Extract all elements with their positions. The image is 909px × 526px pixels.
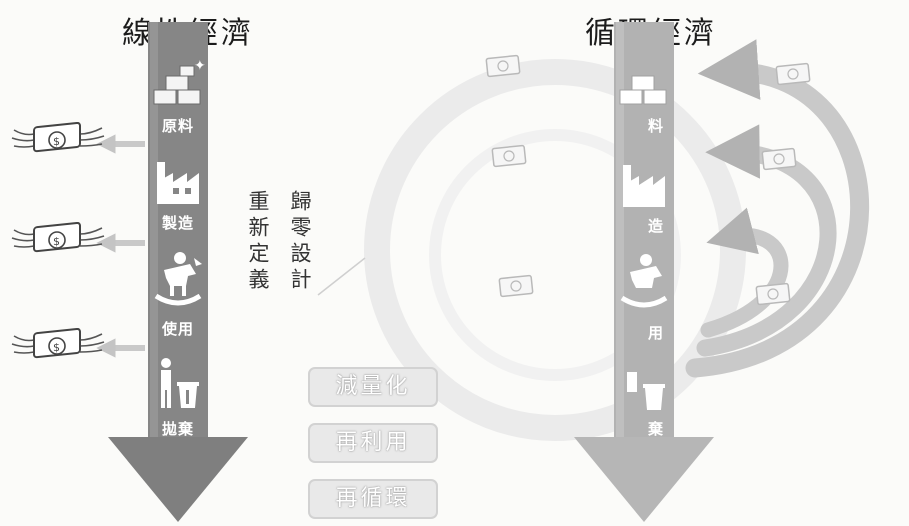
svg-text:$: $	[53, 235, 60, 248]
stage-label-manufacture: 製造	[161, 214, 194, 232]
redefine-text: 重新定義	[246, 190, 270, 294]
banknote-icon	[775, 62, 811, 86]
recycle-box: 再循環	[308, 479, 438, 519]
stage-label-dispose: 拋棄	[161, 420, 194, 438]
factory-icon	[157, 162, 199, 204]
svg-text:✦: ✦	[194, 60, 206, 74]
gold-bars-icon: ✦	[153, 60, 206, 105]
zero-design-text: 歸零設計	[288, 190, 312, 294]
rocking-horse-icon	[154, 252, 202, 306]
flying-money-icon: $	[11, 328, 105, 359]
svg-text:$: $	[53, 135, 60, 148]
banknote-icon	[761, 147, 797, 171]
circular-stage-label-manufacture: 造	[647, 217, 664, 235]
stage-label-raw-material: 原料	[161, 117, 194, 135]
gold-bars-icon-faded	[619, 75, 667, 105]
reuse-box: 再利用	[308, 423, 438, 463]
loop-arrow-use	[700, 207, 789, 338]
rocking-horse-icon-faded	[620, 254, 668, 308]
money-out-arrows	[96, 134, 145, 358]
svg-text:$: $	[53, 341, 60, 354]
circular-stage-label-dispose: 棄	[647, 420, 664, 438]
reduce-box: 減量化	[308, 367, 438, 407]
faint-connector	[317, 257, 366, 296]
banknote-icon	[755, 282, 791, 306]
banknote-icon	[485, 54, 521, 78]
banknote-icon	[491, 144, 527, 168]
circular-stage-label-use: 用	[647, 324, 664, 342]
trash-bin-icon-faded	[627, 372, 665, 410]
flying-money-icon: $	[11, 122, 105, 153]
trash-bin-icon	[161, 358, 199, 408]
flying-money-icon: $	[11, 222, 105, 253]
banknote-icon	[498, 274, 534, 298]
factory-icon-faded	[623, 165, 665, 207]
stage-label-use: 使用	[161, 320, 194, 338]
faded-inner-circle	[429, 129, 681, 381]
circular-stage-label-raw: 料	[647, 117, 664, 135]
